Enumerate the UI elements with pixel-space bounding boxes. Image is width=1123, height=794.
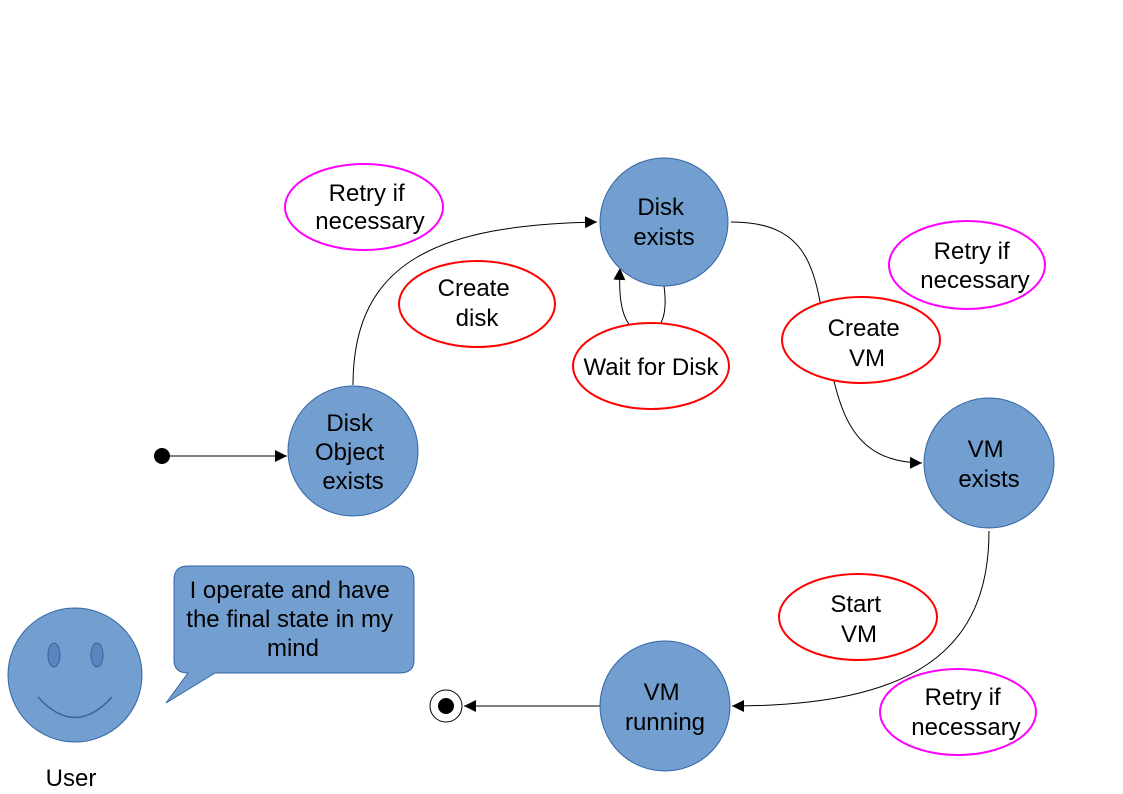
state-vm-running[interactable]: VM running [599, 640, 731, 772]
retry-note-top-right: Retry if necessary [888, 220, 1046, 310]
transition-label: Start VM [830, 591, 887, 648]
retry-note-bottom-right: Retry if necessary [879, 668, 1037, 756]
transition-wait-for-disk: Wait for Disk [572, 322, 730, 410]
mouth [37, 696, 113, 719]
initial-state-node [154, 448, 170, 464]
transition-create-vm: Create VM [781, 296, 941, 384]
state-disk-exists[interactable]: Disk exists [599, 157, 729, 287]
user-smiley-icon [7, 607, 143, 743]
state-vm-exists[interactable]: VM exists [923, 397, 1055, 529]
transition-create-disk: Create disk [398, 260, 556, 348]
state-label: Disk Object exists [315, 410, 391, 495]
transition-start-vm: Start VM [778, 573, 938, 661]
left-eye [47, 642, 61, 668]
user-label: User [46, 765, 97, 792]
state-disk-object-exists[interactable]: Disk Object exists [287, 385, 419, 517]
transition-label: Wait for Disk [583, 354, 719, 381]
transition-label: Create disk [438, 275, 517, 332]
retry-label: Retry if necessary [920, 238, 1029, 294]
state-label: VM exists [958, 436, 1019, 493]
retry-label: Retry if necessary [315, 180, 424, 235]
right-eye [90, 642, 104, 668]
retry-label: Retry if necessary [911, 684, 1020, 741]
speech-bubble: I operate and have the final state in my… [165, 565, 415, 704]
final-state-node [429, 689, 463, 723]
vm-exists-to-vm-running-edge [731, 530, 990, 712]
disk-object-to-disk-exists-edge [352, 216, 598, 386]
speech-text: I operate and have the final state in my… [186, 577, 399, 662]
transition-label: Create VM [828, 315, 907, 372]
state-label: VM running [625, 679, 705, 736]
retry-note-top-left: Retry if necessary [284, 163, 444, 251]
state-label: Disk exists [633, 194, 694, 251]
